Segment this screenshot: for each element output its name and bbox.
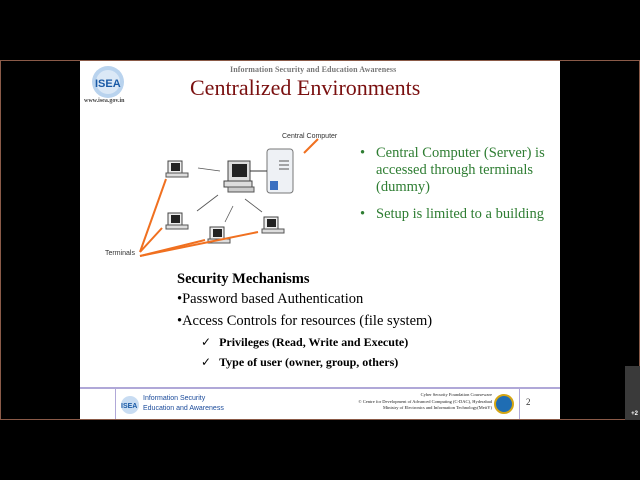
isea-logo-icon: ISEA <box>92 66 124 98</box>
terminal-icon <box>165 212 189 230</box>
checkmark-icon: ✓ <box>201 355 212 369</box>
bullet-item: • Setup is limited to a building <box>360 206 544 222</box>
footer-credits: Cyber Security Foundation Courseware © C… <box>358 392 492 410</box>
terminal-icon <box>207 226 231 244</box>
security-title: Security Mechanisms <box>177 271 310 287</box>
presentation-slide: ISEA www.isea.gov.in Information Securit… <box>80 61 560 419</box>
bullet-item: • Central Computer (Server) is accessed … <box>360 145 545 195</box>
security-mechanisms: Security Mechanisms •Password based Auth… <box>177 271 557 375</box>
svg-text:ISEA: ISEA <box>95 78 121 90</box>
terminal-icon <box>165 160 189 178</box>
central-computer-icon <box>223 160 255 193</box>
right-bullet-list: • Central Computer (Server) is accessed … <box>360 145 560 233</box>
header-org: Information Security and Education Aware… <box>230 65 397 74</box>
logo-url: www.isea.gov.in <box>84 98 125 104</box>
cdac-emblem-icon <box>494 394 514 414</box>
slide-footer: ISEA Information Security Education and … <box>80 387 560 419</box>
footer-divider <box>519 389 520 419</box>
svg-text:ISEA: ISEA <box>121 403 137 410</box>
footer-divider <box>115 389 116 419</box>
slide-title: Centralized Environments <box>190 75 421 100</box>
participant-count: +2 <box>631 411 638 417</box>
security-item: •Password based Authentication <box>177 291 364 307</box>
security-sub-item: ✓Privileges (Read, Write and Execute) <box>201 335 409 349</box>
server-icon <box>266 148 294 194</box>
checkmark-icon: ✓ <box>201 335 212 349</box>
participants-overflow-tile[interactable]: +2 <box>625 366 640 420</box>
central-computer-label: Central Computer <box>282 133 338 140</box>
security-item: •Access Controls for resources (file sys… <box>177 313 433 329</box>
isea-footer-logo-icon: ISEA <box>121 396 139 414</box>
terminals-label: Terminals <box>105 250 135 257</box>
security-sub-item: ✓Type of user (owner, group, others) <box>201 355 399 369</box>
page-number: 2 <box>526 397 531 407</box>
network-diagram: Central Computer Terminals <box>90 131 360 271</box>
footer-org-name: Information Security Education and Aware… <box>143 395 224 412</box>
terminal-icon <box>261 216 285 234</box>
